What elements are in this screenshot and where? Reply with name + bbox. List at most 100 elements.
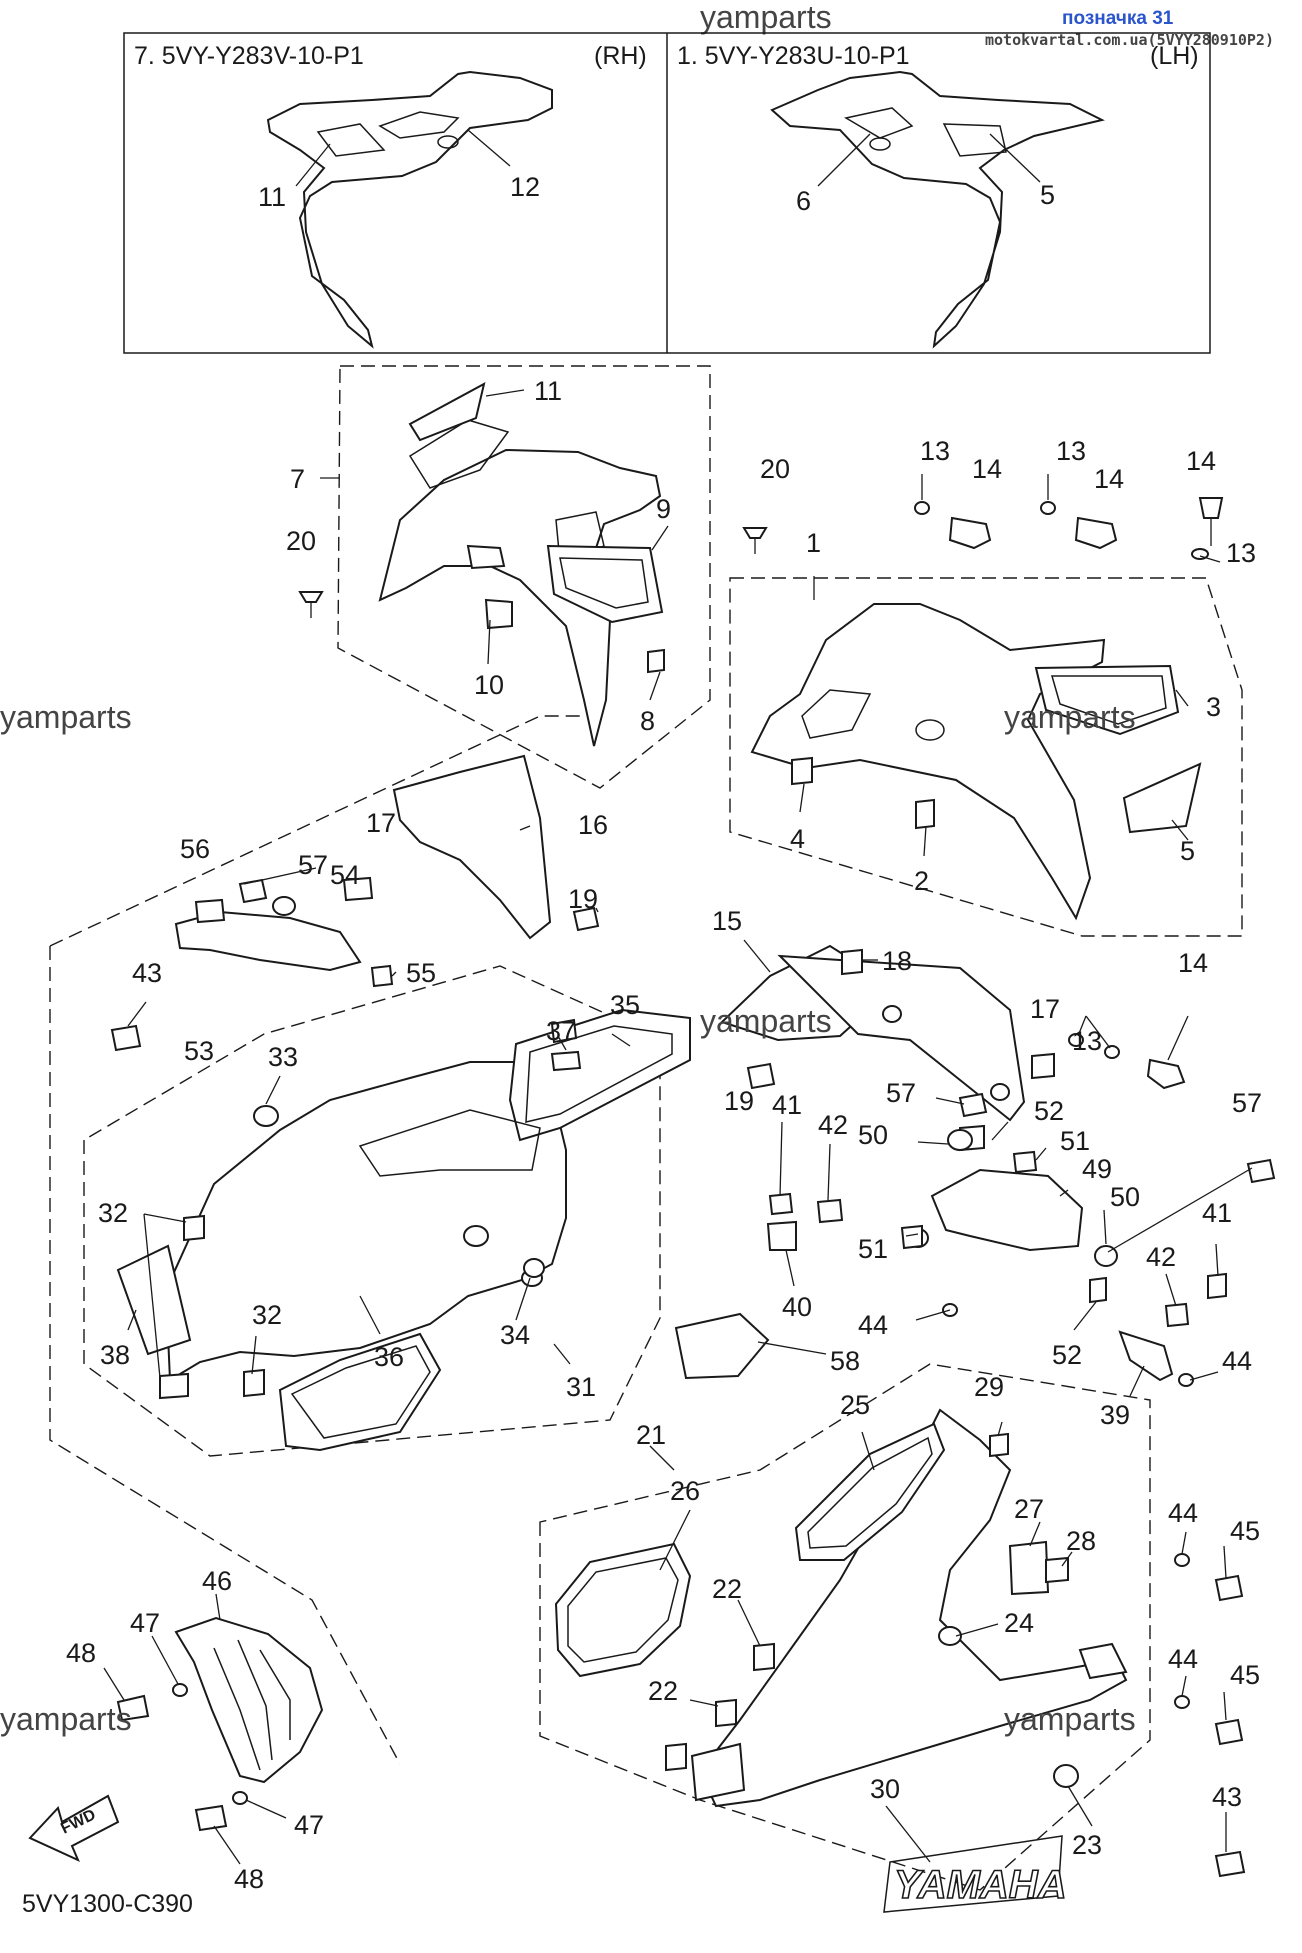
callout-label[interactable]: 19 bbox=[568, 884, 598, 914]
callout-label[interactable]: 7 bbox=[290, 464, 305, 494]
callout-label[interactable]: 17 bbox=[366, 808, 396, 838]
callout-label[interactable]: 25 bbox=[840, 1390, 870, 1420]
callout-label[interactable]: 44 bbox=[1168, 1498, 1198, 1528]
callout-label[interactable]: 11 bbox=[258, 182, 286, 212]
callout-label[interactable]: 57 bbox=[298, 850, 328, 880]
rh-decal-11 bbox=[408, 382, 486, 442]
callout-label[interactable]: 26 bbox=[670, 1476, 700, 1506]
callout-label[interactable]: 27 bbox=[1014, 1494, 1044, 1524]
callout-label[interactable]: 43 bbox=[1212, 1782, 1242, 1812]
lh-title: 1. 5VY-Y283U-10-P1 bbox=[677, 42, 910, 70]
callout-label[interactable]: 32 bbox=[98, 1198, 128, 1228]
callout-label[interactable]: 6 bbox=[796, 186, 811, 216]
callout-label[interactable]: 35 bbox=[610, 990, 640, 1020]
callout-label[interactable]: 17 bbox=[1030, 994, 1060, 1024]
callout-label[interactable]: 46 bbox=[202, 1566, 232, 1596]
callout-label[interactable]: 13 bbox=[920, 436, 950, 466]
callout-label[interactable]: 5 bbox=[1180, 836, 1195, 866]
callout-label[interactable]: 42 bbox=[1146, 1242, 1176, 1272]
callout-label[interactable]: 18 bbox=[882, 946, 912, 976]
callout-label[interactable]: 49 bbox=[1082, 1154, 1112, 1184]
lh-reference-box: 1. 5VY-Y283U-10-P1 (LH) bbox=[677, 42, 1199, 349]
callout-label[interactable]: 45 bbox=[1230, 1660, 1260, 1690]
callout-label[interactable]: 14 bbox=[1094, 464, 1124, 494]
callout-label[interactable]: 23 bbox=[1072, 1830, 1102, 1860]
callout-label[interactable]: 30 bbox=[870, 1774, 900, 1804]
callout-label[interactable]: 57 bbox=[1232, 1088, 1262, 1118]
callout-label[interactable]: 37 bbox=[546, 1016, 576, 1046]
callout-label[interactable]: 34 bbox=[500, 1320, 530, 1350]
callout-label[interactable]: 22 bbox=[712, 1574, 742, 1604]
callout-label[interactable]: 10 bbox=[474, 670, 504, 700]
lh-side: (LH) bbox=[1150, 42, 1199, 70]
callout-label[interactable]: 24 bbox=[1004, 1608, 1034, 1638]
callout-label[interactable]: 51 bbox=[858, 1234, 888, 1264]
callout-label[interactable]: 44 bbox=[858, 1310, 888, 1340]
callout-label[interactable]: 54 bbox=[330, 860, 360, 890]
callout-label[interactable]: 11 bbox=[534, 376, 562, 406]
leader-lines bbox=[103, 129, 1253, 1865]
lh-cowling-outline bbox=[770, 70, 1105, 349]
callout-label[interactable]: 14 bbox=[1186, 446, 1216, 476]
callout-label[interactable]: 48 bbox=[66, 1638, 96, 1668]
callout-label[interactable]: 13 bbox=[1056, 436, 1086, 466]
callout-label[interactable]: 20 bbox=[760, 454, 790, 484]
callout-label[interactable]: 12 bbox=[510, 172, 540, 202]
callout-label[interactable]: 13 bbox=[1072, 1026, 1102, 1056]
callout-label[interactable]: 47 bbox=[130, 1608, 160, 1638]
callout-label[interactable]: 15 bbox=[712, 906, 742, 936]
callout-label[interactable]: 5 bbox=[1040, 180, 1055, 210]
callout-label[interactable]: 36 bbox=[374, 1342, 404, 1372]
callout-label[interactable]: 44 bbox=[1168, 1644, 1198, 1674]
callout-label[interactable]: 14 bbox=[1178, 948, 1208, 978]
callout-label[interactable]: 40 bbox=[782, 1292, 812, 1322]
callout-label[interactable]: 42 bbox=[818, 1110, 848, 1140]
callout-label[interactable]: 44 bbox=[1222, 1346, 1252, 1376]
callout-label[interactable]: 4 bbox=[790, 824, 805, 854]
callout-label[interactable]: 31 bbox=[566, 1372, 596, 1402]
callout-label[interactable]: 21 bbox=[636, 1420, 666, 1450]
callout-label[interactable]: 16 bbox=[578, 810, 608, 840]
callout-label[interactable]: 55 bbox=[406, 958, 436, 988]
callout-label[interactable]: 38 bbox=[100, 1340, 130, 1370]
callout-label[interactable]: 2 bbox=[914, 866, 929, 896]
rh-reference-box: 7. 5VY-Y283V-10-P1 (RH) bbox=[123, 32, 1211, 354]
lh-upper-cowling bbox=[750, 603, 1202, 921]
callout-label[interactable]: 3 bbox=[1206, 692, 1221, 722]
callout-label[interactable]: 29 bbox=[974, 1372, 1004, 1402]
callout-label[interactable]: 56 bbox=[180, 834, 210, 864]
callout-label[interactable]: 50 bbox=[858, 1120, 888, 1150]
callout-label[interactable]: 45 bbox=[1230, 1516, 1260, 1546]
callout-label[interactable]: 28 bbox=[1066, 1526, 1096, 1556]
callout-label[interactable]: 58 bbox=[830, 1346, 860, 1376]
callout-label[interactable]: 33 bbox=[268, 1042, 298, 1072]
fwd-arrow-icon: FWD bbox=[28, 1794, 120, 1862]
tag-label[interactable]: позначка 31 bbox=[1062, 8, 1174, 29]
callout-label[interactable]: 41 bbox=[1202, 1198, 1232, 1228]
callout-label[interactable]: 14 bbox=[972, 454, 1002, 484]
callout-label[interactable]: 9 bbox=[656, 494, 671, 524]
callout-label[interactable]: 20 bbox=[286, 526, 316, 556]
callout-label[interactable]: 57 bbox=[886, 1078, 916, 1108]
rh-vent bbox=[316, 123, 386, 157]
callout-label[interactable]: 43 bbox=[132, 958, 162, 988]
callout-label[interactable]: 48 bbox=[234, 1864, 264, 1894]
lh-upper-assembly-boundary bbox=[729, 577, 1243, 937]
callout-label[interactable]: 51 bbox=[1060, 1126, 1090, 1156]
callout-label[interactable]: 8 bbox=[640, 706, 655, 736]
lh-decal bbox=[843, 107, 914, 139]
callout-label[interactable]: 22 bbox=[648, 1676, 678, 1706]
callout-label[interactable]: 53 bbox=[184, 1036, 214, 1066]
watermark-lower-left: yamparts bbox=[0, 1701, 132, 1737]
callout-label[interactable]: 13 bbox=[1226, 538, 1256, 568]
callout-label[interactable]: 41 bbox=[772, 1090, 802, 1120]
callout-label[interactable]: 50 bbox=[1110, 1182, 1140, 1212]
callout-label[interactable]: 1 bbox=[806, 528, 821, 558]
callout-label[interactable]: 52 bbox=[1052, 1340, 1082, 1370]
lh-vent bbox=[942, 123, 1007, 157]
callout-label[interactable]: 19 bbox=[724, 1086, 754, 1116]
callout-label[interactable]: 32 bbox=[252, 1300, 282, 1330]
callout-label[interactable]: 52 bbox=[1034, 1096, 1064, 1126]
callout-label[interactable]: 39 bbox=[1100, 1400, 1130, 1430]
callout-label[interactable]: 47 bbox=[294, 1810, 324, 1840]
